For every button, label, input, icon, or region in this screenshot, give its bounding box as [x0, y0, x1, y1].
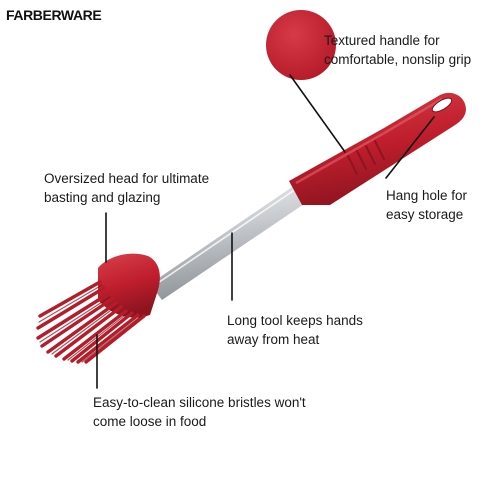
silicone-bristles	[36, 280, 146, 364]
brand-logo: FARBERWARE	[6, 7, 102, 23]
callout-text-bristles: Easy-to-clean silicone bristles won't co…	[93, 395, 306, 429]
bristle-shadows	[38, 284, 142, 363]
grip-ridges	[347, 140, 385, 175]
callout-lines	[96, 74, 435, 389]
callout-line-hang-hole	[385, 116, 435, 179]
callout-text-handle: Textured handle for comfortable, nonslip…	[324, 33, 472, 67]
callout-line-handle	[289, 74, 346, 153]
steel-shaft-highlight	[151, 188, 297, 288]
callout-text-long-tool: Long tool keeps hands away from heat	[227, 313, 363, 347]
handle-sheen	[295, 97, 443, 185]
brush-head	[98, 253, 160, 318]
texture-swatch	[266, 10, 336, 80]
callout-text-head: Oversized head for ultimate basting and …	[44, 171, 210, 205]
callout-text-hang-hole: Hang hole for easy storage	[386, 188, 468, 222]
handle	[289, 92, 466, 205]
steel-shaft	[150, 185, 307, 300]
hang-hole	[431, 97, 453, 113]
